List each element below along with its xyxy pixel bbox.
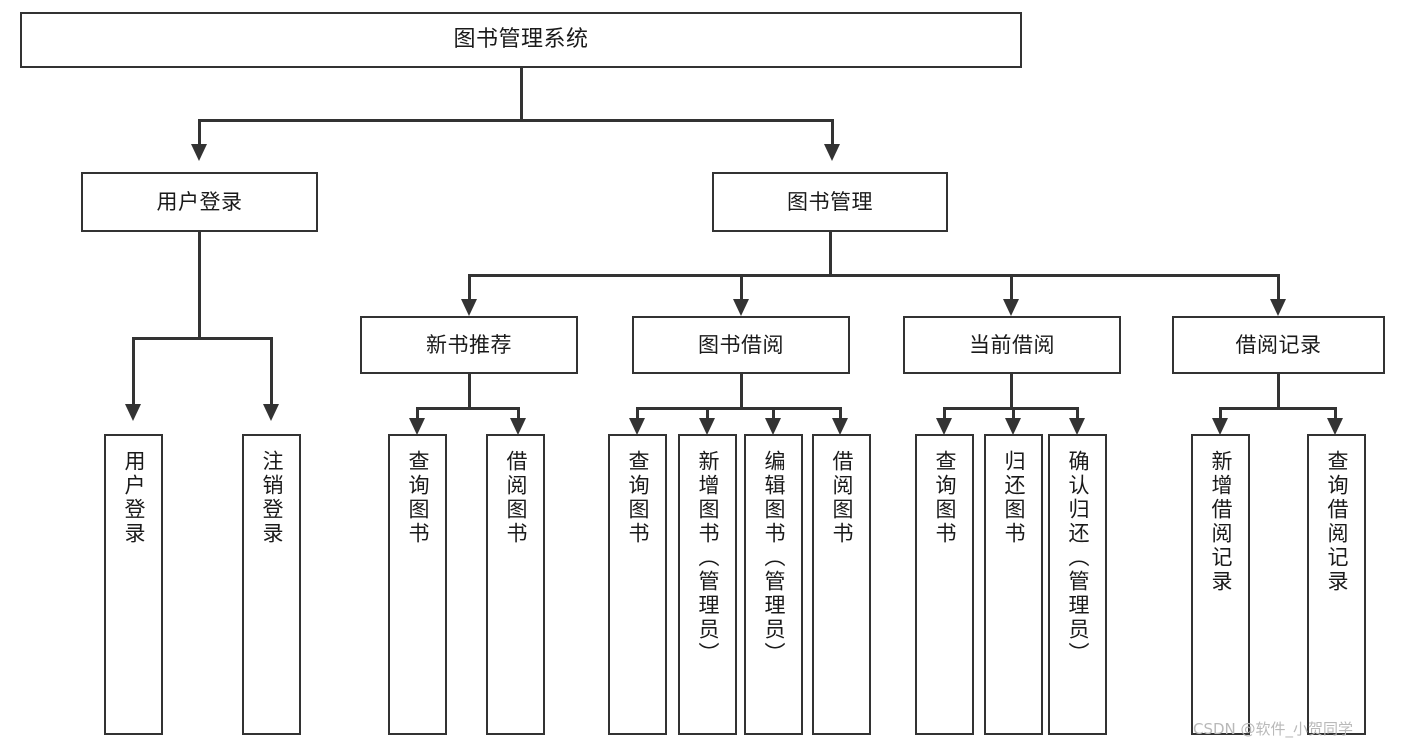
edge-book-mgmt-to-borrow-record	[1277, 274, 1280, 302]
edge-book-mgmt-bus	[468, 274, 1280, 277]
edge-current-borrow-to-leaf-1	[943, 407, 946, 421]
edge-book-borrow-to-leaf-2	[706, 407, 709, 421]
arrowhead-current-borrow-to-leaf-1	[936, 418, 952, 435]
edge-root-stem	[520, 68, 523, 120]
arrowhead-borrow-record-to-leaf-1	[1212, 418, 1228, 435]
arrowhead-new-book-to-leaf-1	[409, 418, 425, 435]
arrowhead-book-borrow-to-leaf-4	[832, 418, 848, 435]
edge-new-book-to-leaf-1	[416, 407, 419, 421]
node-book-borrow[interactable]: 图书借阅	[632, 316, 850, 374]
node-label: 注销登录	[260, 450, 284, 546]
arrowhead-root-to-user-login	[191, 144, 207, 161]
node-root-library-system[interactable]: 图书管理系统	[20, 12, 1022, 68]
arrowhead-book-borrow-to-leaf-3	[765, 418, 781, 435]
edge-book-borrow-to-leaf-3	[772, 407, 775, 421]
edge-new-book-stem	[468, 374, 471, 409]
node-label: 归还图书	[1002, 450, 1026, 546]
node-label: 用户登录	[122, 450, 146, 546]
node-current-borrow[interactable]: 当前借阅	[903, 316, 1121, 374]
leaf-new-book-borrow-book[interactable]: 借阅图书	[486, 434, 545, 735]
node-label: 用户登录	[156, 189, 243, 214]
node-label: 编辑图书（管理员）	[762, 450, 786, 666]
edge-root-bus	[198, 119, 834, 122]
leaf-current-borrow-query-book[interactable]: 查询图书	[915, 434, 974, 735]
leaf-new-book-query-book[interactable]: 查询图书	[388, 434, 447, 735]
edge-book-mgmt-stem	[829, 232, 832, 276]
edge-current-borrow-to-leaf-3	[1076, 407, 1079, 421]
edge-borrow-record-to-leaf-1	[1219, 407, 1222, 421]
edge-new-book-bus	[416, 407, 520, 410]
edge-new-book-to-leaf-2	[517, 407, 520, 421]
arrowhead-borrow-record-to-leaf-2	[1327, 418, 1343, 435]
edge-current-borrow-stem	[1010, 374, 1013, 409]
leaf-user-login-login[interactable]: 用户登录	[104, 434, 163, 735]
edge-user-login-to-leaf-2	[270, 337, 273, 407]
node-user-login[interactable]: 用户登录	[81, 172, 318, 232]
arrowhead-book-mgmt-to-current-borrow	[1003, 299, 1019, 316]
node-label: 查询借阅记录	[1325, 450, 1349, 594]
node-borrow-record[interactable]: 借阅记录	[1172, 316, 1385, 374]
arrowhead-current-borrow-to-leaf-3	[1069, 418, 1085, 435]
node-label: 查询图书	[626, 450, 650, 546]
edge-book-mgmt-to-current-borrow	[1010, 274, 1013, 302]
edge-book-mgmt-to-book-borrow	[740, 274, 743, 302]
arrowhead-user-login-to-leaf-2	[263, 404, 279, 421]
edge-current-borrow-bus	[943, 407, 1079, 410]
node-label: 新增图书（管理员）	[696, 450, 720, 666]
edge-book-mgmt-to-new-book	[468, 274, 471, 302]
arrowhead-book-mgmt-to-book-borrow	[733, 299, 749, 316]
node-label: 图书管理	[787, 189, 873, 214]
node-label: 借阅图书	[830, 450, 854, 546]
leaf-user-login-logout[interactable]: 注销登录	[242, 434, 301, 735]
node-label: 新书推荐	[426, 332, 512, 357]
leaf-current-borrow-confirm-return[interactable]: 确认归还（管理员）	[1048, 434, 1107, 735]
arrowhead-book-borrow-to-leaf-1	[629, 418, 645, 435]
arrowhead-book-borrow-to-leaf-2	[699, 418, 715, 435]
leaf-book-borrow-edit-book[interactable]: 编辑图书（管理员）	[744, 434, 803, 735]
arrowhead-book-mgmt-to-new-book	[461, 299, 477, 316]
edge-user-login-to-leaf-1	[132, 337, 135, 407]
edge-book-borrow-to-leaf-1	[636, 407, 639, 421]
node-book-management[interactable]: 图书管理	[712, 172, 948, 232]
node-label: 借阅记录	[1235, 332, 1322, 357]
arrowhead-user-login-to-leaf-1	[125, 404, 141, 421]
arrowhead-book-mgmt-to-borrow-record	[1270, 299, 1286, 316]
node-label: 查询图书	[933, 450, 957, 546]
leaf-borrow-record-query-record[interactable]: 查询借阅记录	[1307, 434, 1366, 735]
edge-book-borrow-to-leaf-4	[839, 407, 842, 421]
edge-root-to-book-mgmt	[831, 119, 834, 147]
arrowhead-new-book-to-leaf-2	[510, 418, 526, 435]
node-label: 图书管理系统	[453, 27, 589, 53]
arrowhead-root-to-book-mgmt	[824, 144, 840, 161]
leaf-book-borrow-add-book[interactable]: 新增图书（管理员）	[678, 434, 737, 735]
node-label: 借阅图书	[504, 450, 528, 546]
node-label: 新增借阅记录	[1209, 450, 1233, 594]
edge-user-login-bus	[132, 337, 270, 340]
edge-current-borrow-to-leaf-2	[1012, 407, 1015, 421]
edge-borrow-record-bus	[1219, 407, 1337, 410]
leaf-current-borrow-return-book[interactable]: 归还图书	[984, 434, 1043, 735]
edge-book-borrow-stem	[740, 374, 743, 409]
edge-user-login-stem	[198, 232, 201, 339]
arrowhead-current-borrow-to-leaf-2	[1005, 418, 1021, 435]
node-label: 图书借阅	[698, 332, 784, 357]
node-label: 确认归还（管理员）	[1066, 450, 1090, 666]
leaf-borrow-record-add-record[interactable]: 新增借阅记录	[1191, 434, 1250, 735]
edge-root-to-user-login	[198, 119, 201, 147]
leaf-book-borrow-query-book[interactable]: 查询图书	[608, 434, 667, 735]
node-new-book-recommend[interactable]: 新书推荐	[360, 316, 578, 374]
node-label: 当前借阅	[969, 332, 1055, 357]
leaf-book-borrow-borrow-book[interactable]: 借阅图书	[812, 434, 871, 735]
edge-borrow-record-to-leaf-2	[1334, 407, 1337, 421]
edge-borrow-record-stem	[1277, 374, 1280, 409]
edge-book-borrow-bus	[636, 407, 842, 410]
node-label: 查询图书	[406, 450, 430, 546]
watermark-csdn: CSDN @软件_小贺同学	[1193, 720, 1354, 738]
